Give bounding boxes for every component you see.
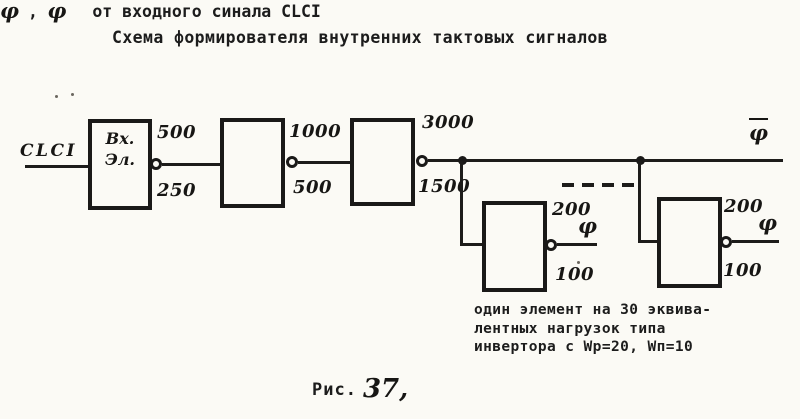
figure-caption-prefix: Рис. (312, 380, 357, 400)
phi-output-label-right: φ (758, 210, 778, 235)
diagram-title-line2-text: от входного синала CLCI (92, 2, 321, 21)
inverter-bubble-stage2 (286, 156, 298, 168)
box-stage2 (220, 118, 285, 208)
wire-branch-right-vertical (638, 161, 641, 242)
dashed-continuation-line (562, 183, 638, 187)
stage1-bottom-value: 250 (157, 180, 197, 201)
diagram-title-line1: Схема формирователя внутренних тактовых … (111, 28, 609, 47)
stage2-top-value: 1000 (289, 121, 342, 142)
figure-caption: Рис. 37, (312, 374, 408, 404)
diagram-title-line2: φ , φ от входного синала CLCI (0, 0, 800, 21)
wire-branch-left-horizontal (460, 243, 482, 246)
scan-artifact-dot (55, 95, 58, 98)
inverter-bubble-right (720, 236, 732, 248)
phi-symbol: φ (0, 0, 20, 23)
wire-branch-left-vertical (460, 161, 463, 246)
wire-stage1-stage2 (162, 163, 220, 166)
wire-phi-output-left (557, 243, 597, 246)
inverter-bubble-stage3 (416, 155, 428, 167)
input-signal-label: CLCI (20, 141, 77, 161)
load-note-line2: лентных нагрузок типа (474, 320, 666, 337)
phi-output-label-left: φ (578, 213, 598, 238)
box-inverter-right (657, 197, 722, 288)
scan-artifact-dot (577, 261, 580, 264)
box-stage3 (350, 118, 415, 206)
phi-bar-output-label: φ (749, 120, 769, 145)
wire-phi-bar-bus (428, 159, 783, 162)
wire-branch-right-horizontal (638, 240, 657, 243)
inverter-right-bottom-value: 100 (723, 260, 763, 281)
inverter-right-top-value: 200 (724, 196, 764, 217)
wire-stage2-stage3 (298, 161, 350, 164)
phi-bar-symbol: φ (47, 0, 67, 23)
input-element-label: Вх. Эл. (92, 123, 148, 170)
figure-caption-number: 37, (362, 374, 409, 404)
stage2-bottom-value: 500 (293, 177, 333, 198)
stage3-top-value: 3000 (422, 112, 475, 133)
load-note-line3: инвертора с Wp=20, Wп=10 (474, 339, 694, 356)
inverter-left-bottom-value: 100 (555, 264, 595, 285)
load-note: один элемент на 30 эквива- лентных нагру… (474, 301, 711, 357)
junction-dot-right (636, 156, 645, 165)
scan-artifact-dot (71, 93, 74, 96)
wire-input (25, 165, 88, 168)
input-element-label-line1: Вх. (105, 129, 135, 148)
load-note-line1: один элемент на 30 эквива- (474, 302, 712, 318)
comma-separator: , (28, 2, 39, 21)
inverter-bubble-left (545, 239, 557, 251)
box-input-element: Вх. Эл. (88, 119, 152, 210)
inverter-left-top-value: 200 (552, 199, 592, 220)
input-element-label-line2: Эл. (104, 150, 135, 169)
box-inverter-left (482, 201, 547, 292)
inverter-bubble-stage1 (150, 158, 162, 170)
stage1-top-value: 500 (157, 122, 197, 143)
junction-dot-left (458, 156, 467, 165)
stage3-bottom-value: 1500 (418, 176, 471, 197)
wire-phi-output-right (732, 240, 779, 243)
